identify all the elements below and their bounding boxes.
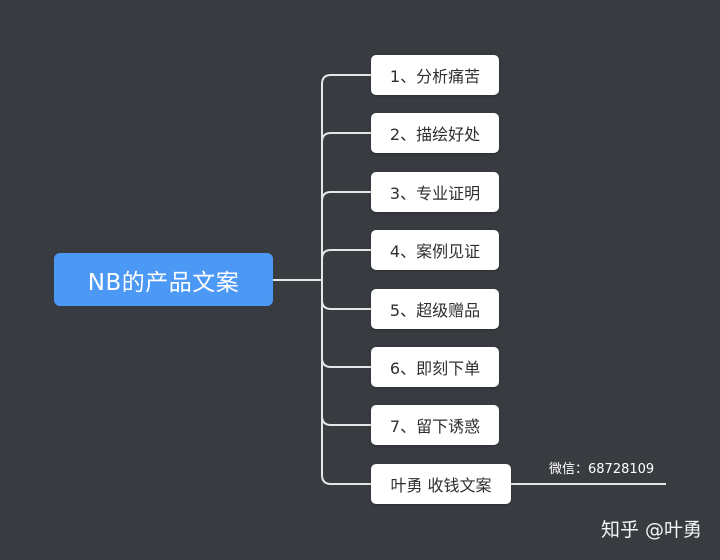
connector-5: [321, 280, 371, 310]
connector-4: [321, 249, 371, 280]
branch-node-8[interactable]: 叶勇 收钱文案: [371, 464, 511, 504]
zhihu-watermark: 知乎 @叶勇: [600, 519, 702, 541]
connector-6: [321, 280, 371, 368]
branch-node-4[interactable]: 4、案例见证: [371, 230, 499, 270]
connector-8: [321, 280, 371, 485]
wechat-annotation: 微信：68728109: [549, 462, 655, 477]
connector-1: [321, 74, 371, 280]
branch-node-6[interactable]: 6、即刻下单: [371, 347, 499, 387]
connector-2: [321, 132, 371, 280]
connector-7: [321, 280, 371, 426]
root-node[interactable]: NB的产品文案: [54, 253, 273, 306]
branch-node-3[interactable]: 3、专业证明: [371, 172, 499, 212]
branch-node-5[interactable]: 5、超级赠品: [371, 289, 499, 329]
branch-node-7[interactable]: 7、留下诱惑: [371, 405, 499, 445]
branch-node-1[interactable]: 1、分析痛苦: [371, 55, 499, 95]
connector-3: [321, 191, 371, 280]
branch-node-2[interactable]: 2、描绘好处: [371, 113, 499, 153]
